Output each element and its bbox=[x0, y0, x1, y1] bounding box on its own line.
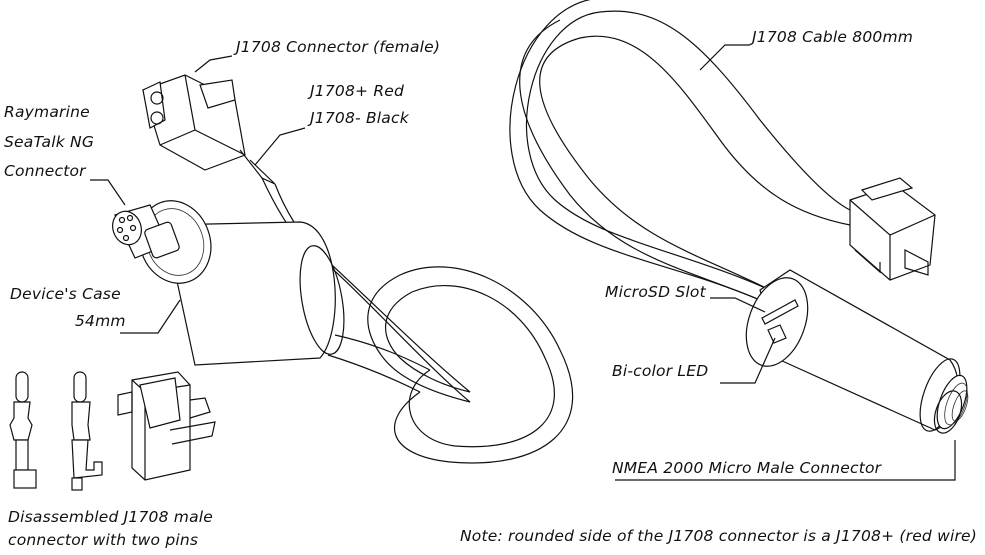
label-j1708-plus-red: J1708+ Red bbox=[310, 82, 405, 100]
label-raymarine-line1: Raymarine bbox=[4, 103, 90, 121]
label-j1708-cable: J1708 Cable 800mm bbox=[752, 28, 914, 46]
left-device-case bbox=[138, 200, 345, 366]
label-device-case: Device's Case bbox=[10, 285, 121, 303]
label-disassembled-line1: Disassembled J1708 male bbox=[8, 508, 214, 526]
label-raymarine-line3: Connector bbox=[4, 162, 86, 180]
label-j1708-minus-black: J1708- Black bbox=[310, 109, 409, 127]
right-device-case bbox=[745, 269, 961, 432]
seatalk-ng-connector bbox=[112, 204, 180, 259]
leader-lines bbox=[90, 44, 956, 481]
label-raymarine-line2: SeaTalk NG bbox=[4, 133, 95, 151]
note-j1708-polarity: Note: rounded side of the J1708 connecto… bbox=[460, 527, 978, 545]
nmea2000-micro-connector bbox=[933, 374, 969, 434]
j1708-pins-and-housing bbox=[9, 371, 216, 491]
label-device-case-size: 54mm bbox=[75, 312, 126, 330]
left-j1708-female-connector bbox=[142, 74, 276, 185]
label-disassembled-line2: connector with two pins bbox=[8, 531, 199, 549]
label-j1708-connector-female: J1708 Connector (female) bbox=[236, 38, 441, 56]
label-bicolor-led: Bi-color LED bbox=[612, 362, 709, 380]
label-microsd-slot: MicroSD Slot bbox=[605, 283, 706, 301]
right-j1708-connector bbox=[849, 177, 936, 281]
label-nmea2000-connector: NMEA 2000 Micro Male Connector bbox=[612, 459, 882, 477]
